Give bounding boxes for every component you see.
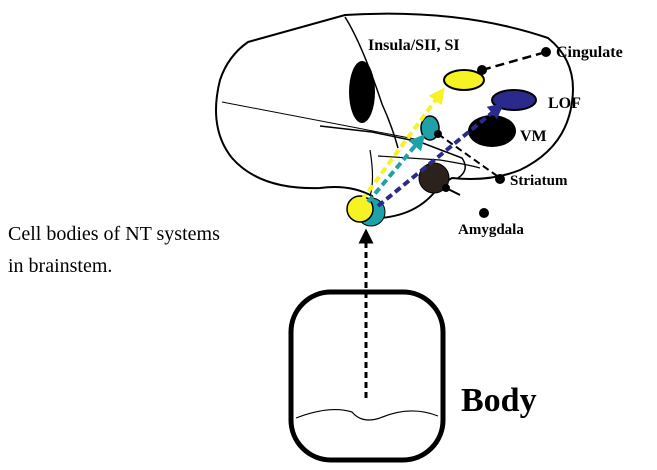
parietal-region-blob	[349, 61, 375, 123]
amygdala-leader	[442, 184, 489, 218]
striatum-label: Striatum	[510, 173, 568, 189]
cell-bodies-label-line2: in brainstem.	[8, 255, 112, 277]
cell-bodies-label-line1: Cell bodies of NT systems	[8, 223, 220, 245]
vm-label: VM	[520, 128, 547, 145]
teal-projection-arrow	[368, 140, 420, 202]
body-label: Body	[461, 382, 537, 419]
body-fluid-line	[296, 410, 438, 420]
vm-region	[468, 115, 516, 147]
lof-region	[492, 90, 536, 110]
lof-label: LOF	[548, 95, 581, 112]
cingulate-label: Cingulate	[556, 44, 623, 61]
cingulate-leader	[477, 47, 551, 75]
amygdala-label: Amygdala	[458, 222, 524, 238]
insula-label: Insula/SII, SI	[368, 37, 460, 54]
